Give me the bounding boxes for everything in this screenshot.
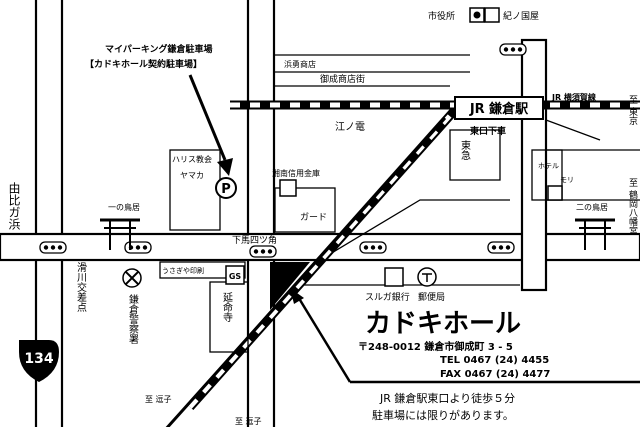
venue-name: カドキホール [365,309,521,339]
svg-text:GS: GS [229,272,242,281]
road-right-vertical [520,38,548,292]
road-upper-curve [274,54,470,73]
access-note-line1: JR 鎌倉駅東口より徒歩５分 [379,391,515,405]
building-usagiya [159,261,246,279]
traffic-lights [39,43,527,258]
road-central-vertical [246,0,276,427]
suruga-bank-icon [384,267,404,287]
city-hall-label: 市役所 [428,10,455,22]
traffic-light-station-north [499,43,527,56]
yamaka-label: ヤマカ [180,171,204,180]
bank-icon [279,179,297,197]
shonan-label: 湘南信用金庫 [272,168,320,178]
venue-pointer-arrow [290,288,640,384]
hotel-label: ホテル [538,162,559,170]
parking-label-line1: マイパーキング鎌倉駐車場 [105,43,213,55]
torii-gate-icon [100,218,140,250]
guard-label: ガード [300,212,327,223]
shimobaba-label: 下馬四ツ角 [232,234,277,246]
jr-line-label: JR 横須賀線 [551,92,596,102]
suruga-label: スルガ銀行 [365,291,410,303]
jr-line-dash [188,108,457,409]
police-label: 鎌倉警察署 [127,293,139,344]
ninotorii-label: 二の鳥居 [576,202,608,212]
access-note-line2: 駐車場には限りがあります。 [372,408,514,422]
station-box [454,96,544,120]
venue-fax: FAX 0467 (24) 4477 [440,369,550,380]
road-diagonal-east [319,199,510,261]
building-tokyu [449,129,501,181]
railways [165,100,640,427]
parking-pointer-arrow [188,74,233,176]
torii-gate-icon [575,218,615,250]
to-zushi-a-label: 至 逗子 [145,395,172,404]
venue-info: カドキホール 〒248-0012 鎌倉市御成町 3 - 5 TEL 0467 (… [358,309,550,422]
east-exit-label: 東口下車 [470,125,506,137]
mori-label: モリ [560,176,574,184]
parking-label-line2: 【カドキホール契約駐車場】 [85,58,202,70]
road-east-cross [545,119,601,141]
kadoki-hall-building [270,262,310,310]
namerikawa-label: 滑川交差点 [75,262,87,313]
traffic-light-east [487,241,515,254]
city-hall-icon [469,7,485,23]
station-label: JR 鎌倉駅 [469,101,529,117]
traffic-light-shimobaba [249,245,277,258]
to-tokyo-label: 至 東京 [627,95,638,126]
post-office-icon [417,267,437,287]
svg-text:P: P [221,182,231,197]
to-hachimangu-label: 至 鶴岡八幡宮 [627,178,638,236]
hotel-icon [547,185,563,201]
venue-address: 〒248-0012 鎌倉市御成町 3 - 5 [358,340,513,353]
enoden-line [165,116,447,427]
route-134-shield-icon: 134 [19,340,59,382]
map-labels: マイパーキング鎌倉駐車場 【カドキホール契約駐車場】 市役所 紀ノ国屋 浜勇商店… [7,10,638,426]
parking-icon: P [215,177,237,199]
gas-station-icon: GS [225,265,245,285]
post-office-label: 郵便局 [418,291,445,303]
traffic-light-yuigahama [39,241,67,254]
to-zushi-b-label: 至 逗子 [235,417,262,426]
usagiya-label: うさぎや印刷 [162,266,204,275]
enmeiji-label: 延命寺 [221,292,233,322]
hamayu-label: 浜勇商店 [284,59,316,69]
traffic-light-guard [359,241,387,254]
tokyu-label: 東急 [459,139,471,160]
buildings [159,129,563,353]
police-station-icon [122,268,142,288]
svg-text:134: 134 [24,351,53,367]
building-hotel-mori [531,149,563,201]
onari-street-label: 御成商店街 [320,73,365,85]
traffic-light-namerikawa [124,241,152,254]
ichinotorii-label: 一の鳥居 [108,202,140,212]
kinokuniya-label: 紀ノ国屋 [503,10,539,22]
yuigahama-label: 由比ガ浜 [7,182,21,230]
harris-label: ハリス教会 [172,154,212,164]
building-shonan [274,187,336,233]
kinokuniya-icon [484,7,500,23]
enoden-label: 江ノ電 [335,121,365,133]
venue-tel: TEL 0467 (24) 4455 [440,355,549,366]
